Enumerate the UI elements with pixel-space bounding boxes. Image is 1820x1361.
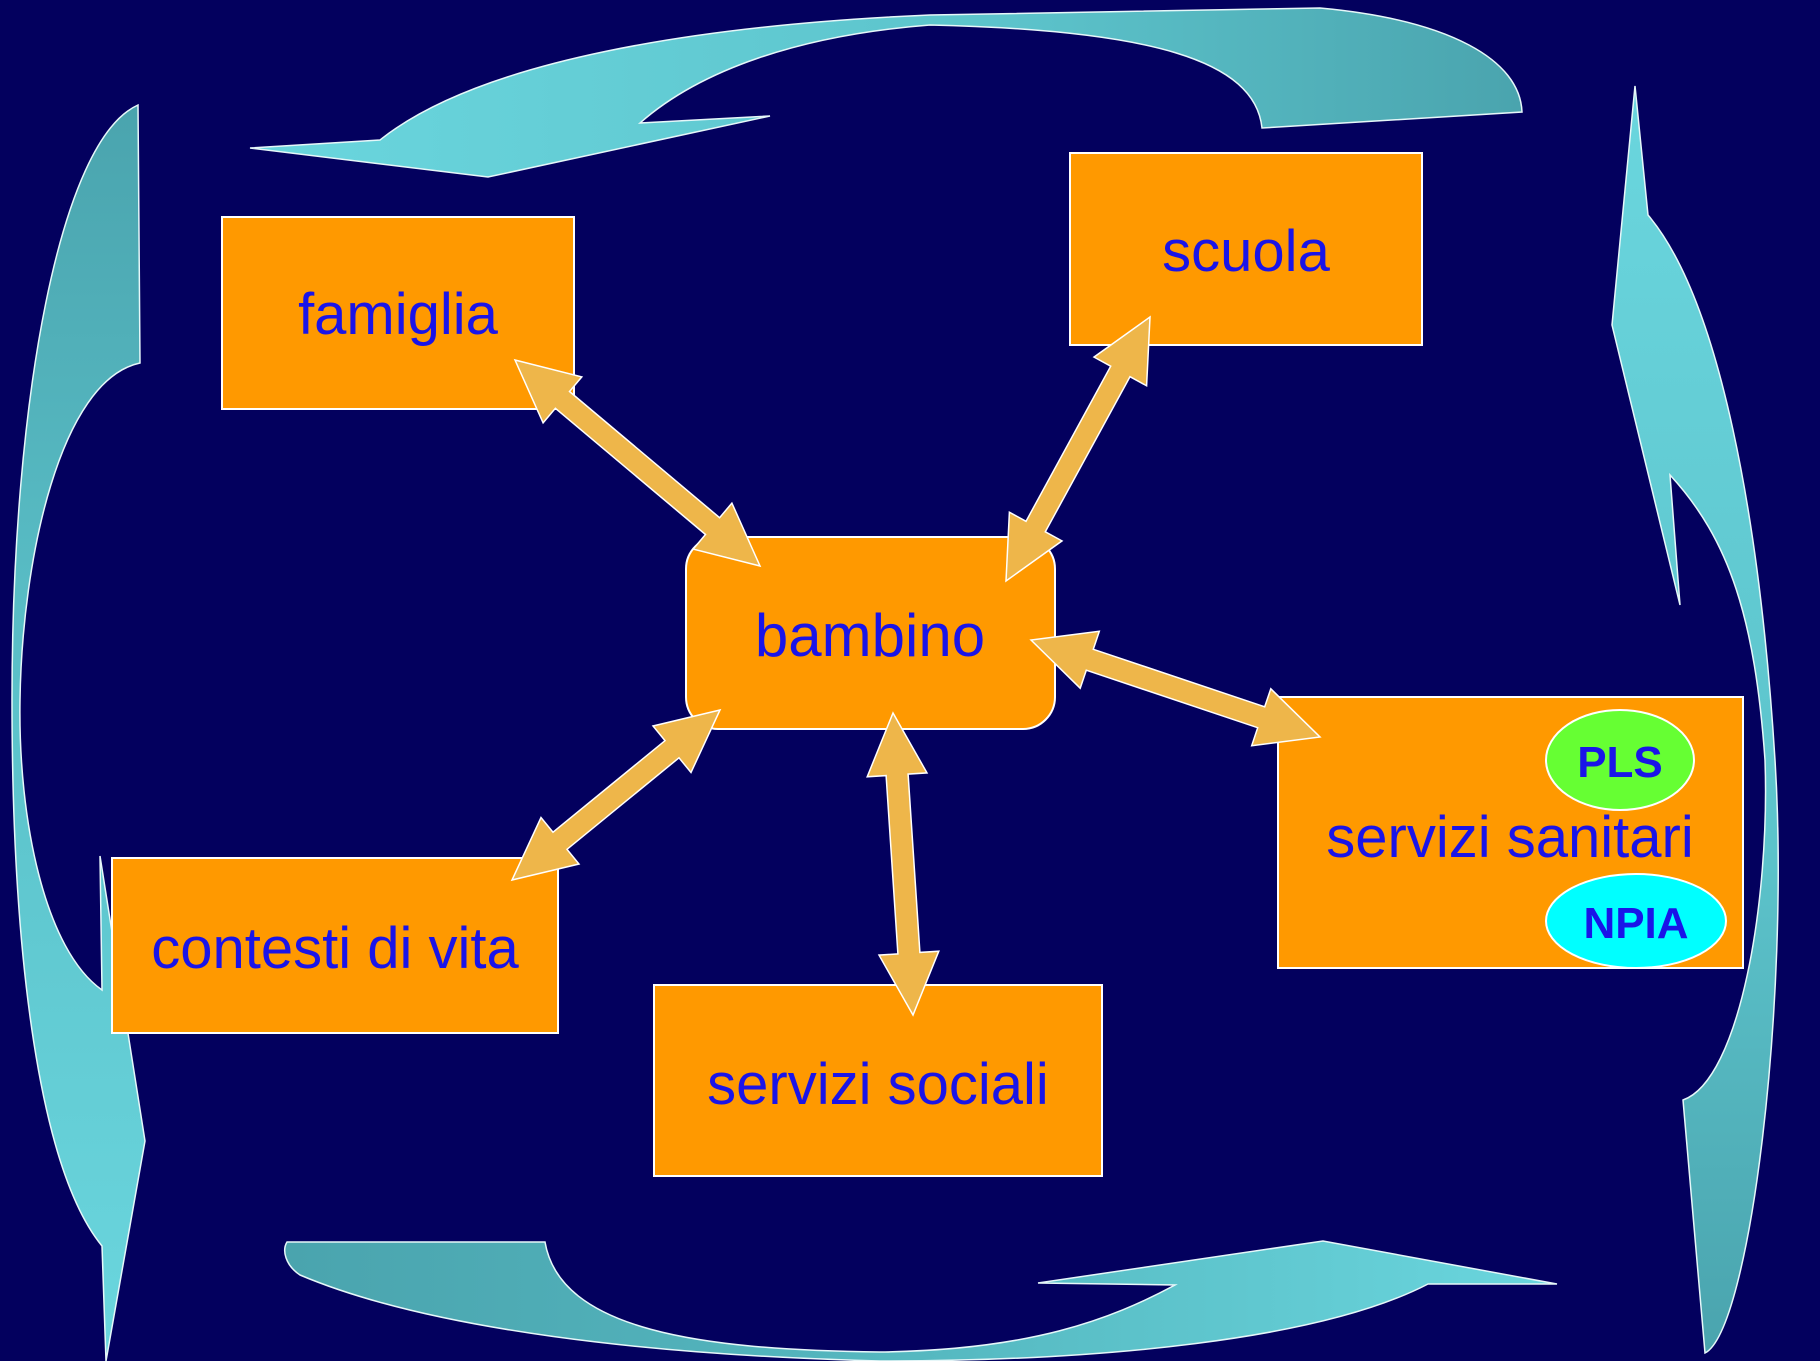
- node-servizi-sanitari: servizi sanitari PLS NPIA: [1277, 696, 1744, 969]
- badge-npia-label: NPIA: [1583, 899, 1688, 948]
- arrow-bambino-contesti: [510, 708, 722, 882]
- cycle-arrow-right: [1611, 85, 1779, 1355]
- badge-npia: NPIA: [1545, 873, 1727, 969]
- node-famiglia-label: famiglia: [298, 282, 499, 347]
- node-servizi-sanitari-label: servizi sanitari: [1326, 805, 1693, 870]
- node-servizi-sociali-label: servizi sociali: [707, 1052, 1049, 1117]
- cycle-arrow-left: [11, 103, 146, 1361]
- arrow-bambino-scuola: [1005, 315, 1151, 583]
- arrow-bambino-servizi-sanitari: [1029, 630, 1322, 747]
- badge-pls: PLS: [1545, 709, 1695, 811]
- cycle-arrow-top: [249, 7, 1523, 178]
- arrow-bambino-famiglia: [513, 358, 762, 568]
- node-contesti-label: contesti di vita: [151, 916, 519, 981]
- arrow-bambino-servizi-sociali: [866, 711, 940, 1017]
- node-servizi-sociali: servizi sociali: [653, 984, 1103, 1177]
- node-bambino-label: bambino: [755, 602, 985, 669]
- node-bambino: bambino: [685, 536, 1056, 730]
- connector-arrows: [510, 315, 1322, 1017]
- node-scuola: scuola: [1069, 152, 1423, 346]
- node-famiglia: famiglia: [221, 216, 575, 410]
- node-contesti-di-vita: contesti di vita: [111, 857, 559, 1034]
- node-scuola-label: scuola: [1162, 219, 1330, 284]
- badge-pls-label: PLS: [1577, 738, 1663, 787]
- cycle-arrow-bottom: [284, 1240, 1558, 1361]
